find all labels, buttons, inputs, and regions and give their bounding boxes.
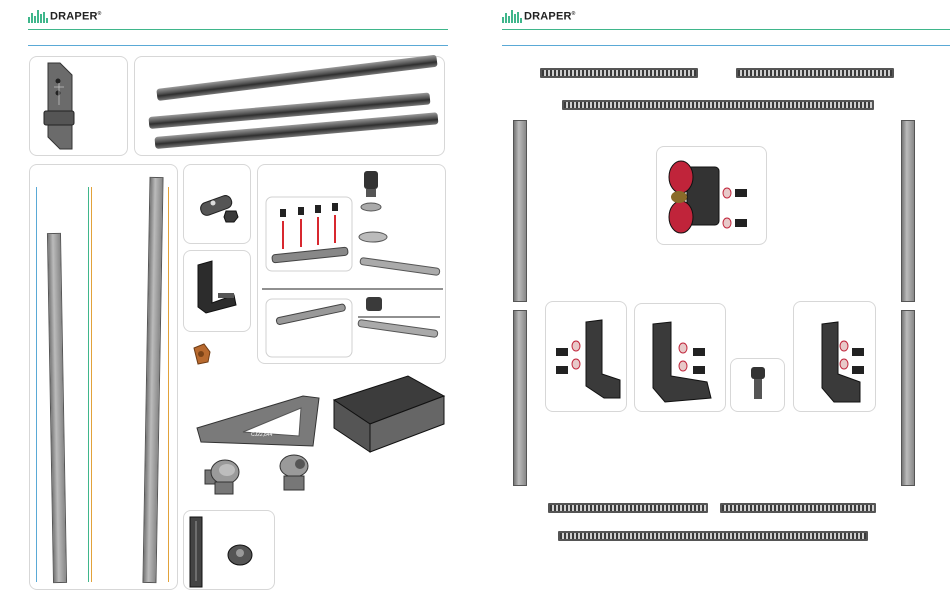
brand-name: DRAPER®: [50, 9, 102, 23]
horizontal-rail-icon-2: [736, 68, 894, 78]
angle-bracket-icon-2: [635, 304, 727, 413]
hardware-panel: [257, 164, 446, 364]
header-subrule-right: [502, 45, 950, 46]
rail-guide-line-orange-2: [168, 187, 169, 582]
header-subrule-left: [28, 45, 448, 46]
rail-guide-line-orange: [91, 187, 92, 582]
rail-guide-line-green: [88, 187, 89, 582]
horizontal-rail-icon: [540, 68, 698, 78]
center-bracket-panel: [634, 303, 726, 412]
corner-bracket-icon: [184, 251, 252, 333]
wall-bracket-icon: [30, 57, 129, 157]
control-box-icon: [330, 374, 448, 463]
header-rule-right: [502, 29, 950, 30]
angle-bracket-icon: [546, 302, 628, 413]
screw-panel: [730, 358, 785, 412]
rods-panel: [134, 56, 445, 156]
logo-bars-icon-right: [502, 9, 522, 23]
side-rail-icon-3: [901, 120, 915, 302]
bottom-rail-icon-3: [558, 531, 868, 541]
gusset-plate-label: CJ22,844: [251, 432, 272, 438]
slider-nut-panel: [183, 164, 251, 244]
end-clip-icon: [184, 511, 276, 591]
bottom-rail-icon: [548, 503, 708, 513]
vertical-rail-icon: [47, 233, 67, 583]
knob-icon-2: [274, 452, 314, 501]
brand-logo-left: DRAPER®: [28, 9, 102, 23]
vertical-rails-panel: [29, 164, 178, 590]
side-rail-icon: [513, 120, 527, 302]
knob-icon: [201, 454, 241, 503]
angle-bracket-icon-3: [794, 302, 877, 413]
roller-bracket-icon: [657, 147, 768, 246]
header-rule-left: [28, 29, 448, 30]
logo-bars-icon: [28, 9, 48, 23]
vertical-rail-icon-2: [142, 177, 163, 583]
spacer-icon: [190, 342, 214, 371]
left-bracket-panel: [545, 301, 627, 412]
corner-bracket-panel: [183, 250, 251, 332]
right-bracket-panel: [793, 301, 876, 412]
screw-icon: [731, 359, 786, 413]
rail-guide-line-blue: [36, 187, 37, 582]
side-rail-icon-2: [513, 310, 527, 486]
brand-name-right: DRAPER®: [524, 9, 576, 23]
end-clip-panel: [183, 510, 275, 590]
horizontal-rail-icon-3: [562, 100, 874, 110]
slider-nut-icon: [184, 165, 252, 245]
gusset-plate-icon: CJ22,844: [193, 392, 323, 453]
roller-bracket-panel: [656, 146, 767, 245]
side-rail-icon-4: [901, 310, 915, 486]
bottom-rail-icon-2: [720, 503, 876, 513]
wall-bracket-panel: [29, 56, 128, 156]
bolt-washer-icon: [258, 165, 447, 365]
brand-logo-right: DRAPER®: [502, 9, 576, 23]
